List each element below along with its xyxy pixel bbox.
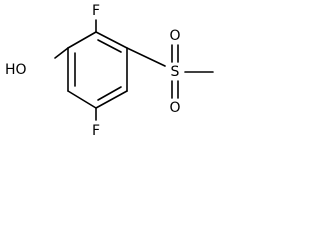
oxygen-lower-label: O bbox=[169, 100, 180, 116]
fluorine-bottom-label: F bbox=[92, 123, 100, 139]
bond-c2-sulfur bbox=[126, 47, 166, 67]
bond-c6-hydroxyl bbox=[54, 47, 69, 59]
ring-bond-c1-c2 bbox=[95, 31, 128, 49]
ring-bond-c6-c1 bbox=[67, 31, 97, 49]
ring-bond-c3-c4 bbox=[95, 90, 128, 109]
oxygen-upper-label: O bbox=[169, 28, 180, 44]
fluorine-top-label: F bbox=[92, 3, 100, 19]
molecule-structure: F F HO S O O bbox=[5, 3, 214, 139]
ring-double-bond-c3-c4 bbox=[97, 86, 122, 101]
sulfur-label: S bbox=[171, 64, 180, 80]
ring-double-bond-c1-c2 bbox=[97, 39, 122, 53]
ring-bond-c4-c5 bbox=[67, 90, 97, 109]
hydroxyl-label: HO bbox=[5, 62, 27, 78]
